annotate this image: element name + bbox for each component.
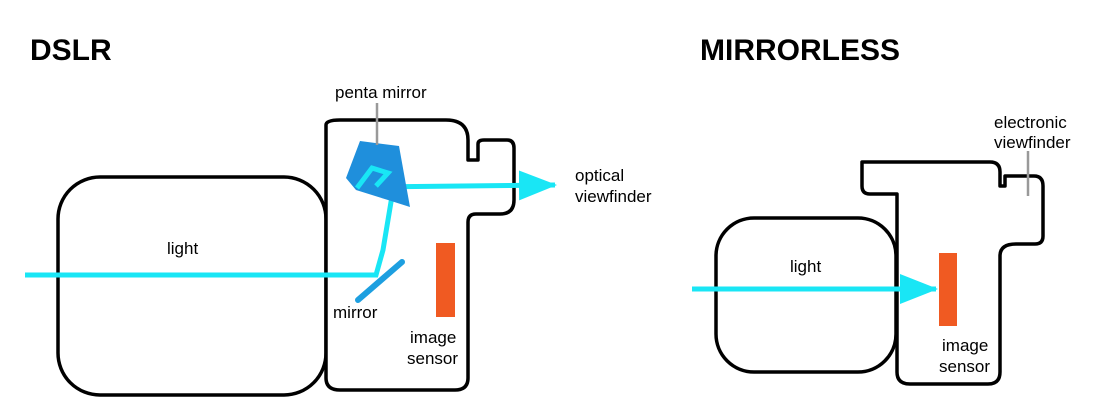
dslr-lens [56,175,328,397]
optical-viewfinder-label-line1: optical [575,166,624,185]
dslr-image-sensor [436,243,455,317]
dslr-diagram: DSLR penta mirror optical viewfinder lig… [25,34,652,397]
mirrorless-image-sensor [939,253,957,326]
dslr-light-label: light [167,239,198,258]
mirrorless-diagram: MIRRORLESS electronic viewfinder light i… [692,34,1071,386]
dslr-mirror [355,259,405,303]
penta-mirror-label: penta mirror [335,83,427,102]
mirrorless-title: MIRRORLESS [700,34,900,67]
electronic-viewfinder-label-line2: viewfinder [994,133,1071,152]
dslr-image-sensor-label-line2: sensor [407,349,458,368]
dslr-title: DSLR [30,34,112,67]
mirrorless-lens [714,216,898,374]
penta-mirror [346,141,410,207]
electronic-viewfinder-label-line1: electronic [994,113,1067,132]
mirror-label: mirror [333,303,378,322]
optical-viewfinder-label-line2: viewfinder [575,187,652,206]
mirrorless-light-label: light [790,257,821,276]
dslr-image-sensor-label-line1: image [410,328,456,347]
mirrorless-image-sensor-label-line1: image [942,336,988,355]
dslr-light-beam-reflection [355,165,393,190]
mirrorless-image-sensor-label-line2: sensor [939,357,990,376]
